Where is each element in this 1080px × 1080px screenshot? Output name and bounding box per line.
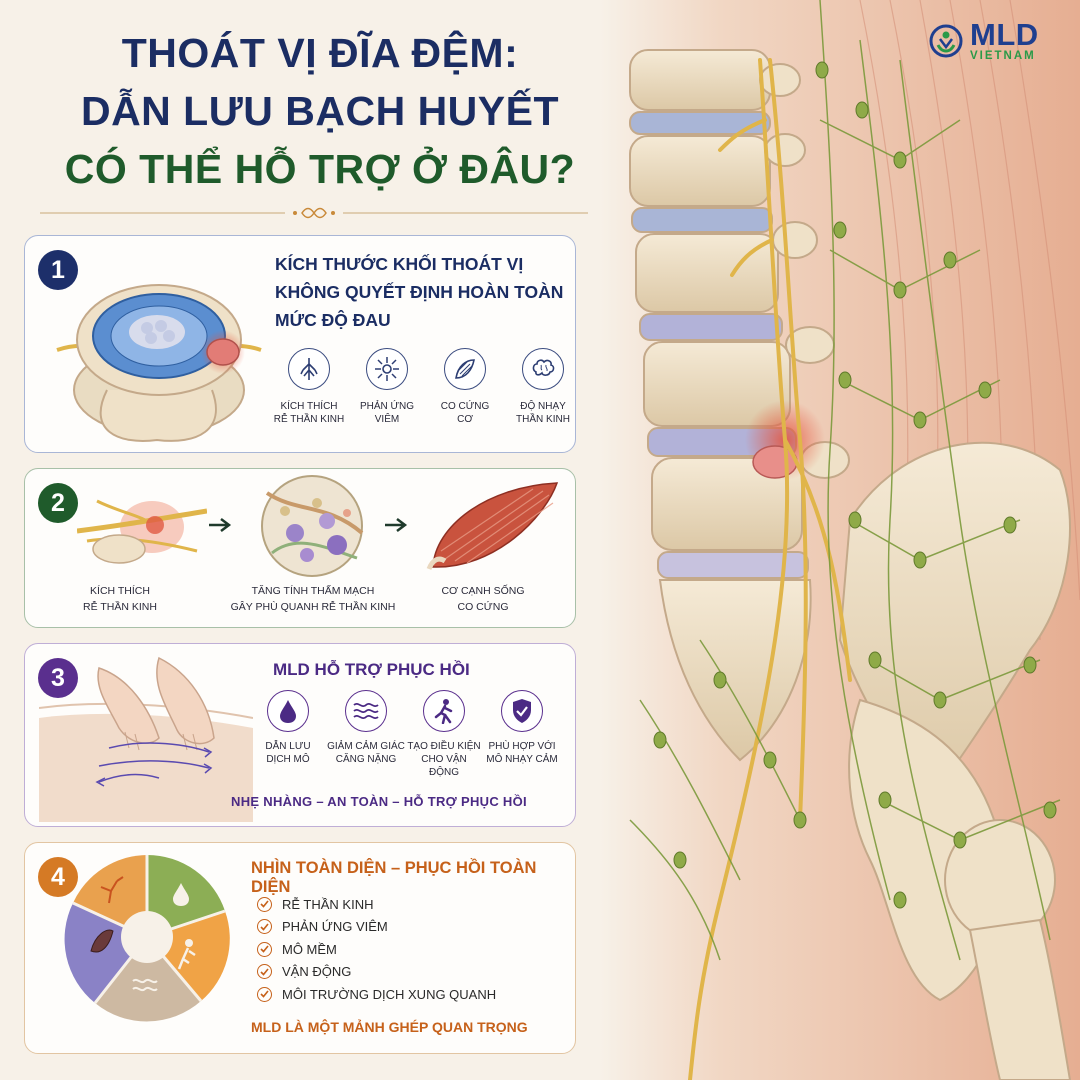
section-4-heading: NHÌN TOÀN DIỆN – PHỤC HỒI TOÀN DIỆN [251, 859, 537, 896]
puzzle-wheel-illustration [64, 854, 230, 1022]
nerve-icon [288, 348, 330, 390]
holistic-factors-list: RỄ THẦN KINH PHẢN ỨNG VIÊM MÔ MỀM VẬN ĐỘ… [257, 893, 496, 1006]
walking-person-icon [423, 690, 465, 732]
section-1-card: 1 KÍCH THƯỚC KHỐI THOÁT VỊ KHÔNG QUYẾT Đ… [24, 235, 576, 453]
section-4-number: 4 [38, 857, 78, 897]
check-icon [257, 986, 272, 1002]
section-4-card: 4 NHÌN TOÀN DIỆN – PHỤC HỒI TOÀN DIỆN RỄ… [24, 842, 576, 1054]
herniated-disc-illustration [56, 284, 262, 442]
check-icon [257, 941, 272, 957]
section-3-number: 3 [38, 658, 78, 698]
title-line-2: DẪN LƯU BẠCH HUYẾT [80, 88, 560, 134]
section-4-tagline: MLD LÀ MỘT MẢNH GHÉP QUAN TRỌNG [251, 1019, 528, 1035]
list-item: VẬN ĐỘNG [257, 961, 496, 984]
waves-icon [345, 690, 387, 732]
section-1-heading: KÍCH THƯỚC KHỐI THOÁT VỊ KHÔNG QUYẾT ĐỊN… [275, 254, 564, 330]
page-title: THOÁT VỊ ĐĨA ĐỆM: DẪN LƯU BẠCH HUYẾT CÓ … [40, 24, 600, 198]
arrow-right-icon [209, 518, 232, 532]
section-2-number: 2 [38, 483, 78, 523]
muscle-icon [444, 348, 486, 390]
mld-massage-illustration [39, 656, 253, 822]
list-item: PHẢN ỨNG VIÊM [257, 916, 496, 939]
check-icon [257, 964, 272, 980]
nerve-root-irritation-illustration [77, 499, 207, 564]
list-item: RỄ THẦN KINH [257, 893, 496, 916]
brand-name: MLD [970, 17, 1039, 53]
shield-check-icon [501, 690, 543, 732]
section-3-heading: MLD HỖ TRỢ PHỤC HỒI [273, 660, 470, 679]
brain-icon [522, 348, 564, 390]
check-icon [257, 896, 272, 912]
list-item: MÔI TRƯỜNG DỊCH XUNG QUANH [257, 983, 496, 1006]
brand-logo-icon [929, 24, 963, 58]
title-line-1: THOÁT VỊ ĐĨA ĐỆM: [121, 30, 519, 76]
brand-logo: MLD VIETNAM [928, 14, 1068, 68]
vascular-permeability-illustration [261, 475, 364, 577]
ornament-divider [40, 207, 588, 219]
spine-lymphatic-illustration [600, 0, 1080, 1080]
list-item: MÔ MỀM [257, 938, 496, 961]
check-icon [257, 919, 272, 935]
title-line-3: CÓ THỂ HỖ TRỢ Ở ĐÂU? [64, 146, 576, 192]
inflammation-icon [366, 348, 408, 390]
paraspinal-muscle-illustration [426, 482, 559, 571]
brand-subtitle: VIETNAM [970, 50, 1036, 63]
section-3-tagline: NHẸ NHÀNG – AN TOÀN – HỖ TRỢ PHỤC HỒI [231, 794, 527, 809]
arrow-right-icon [385, 518, 408, 532]
droplet-icon [267, 690, 309, 732]
section-1-number: 1 [38, 250, 78, 290]
